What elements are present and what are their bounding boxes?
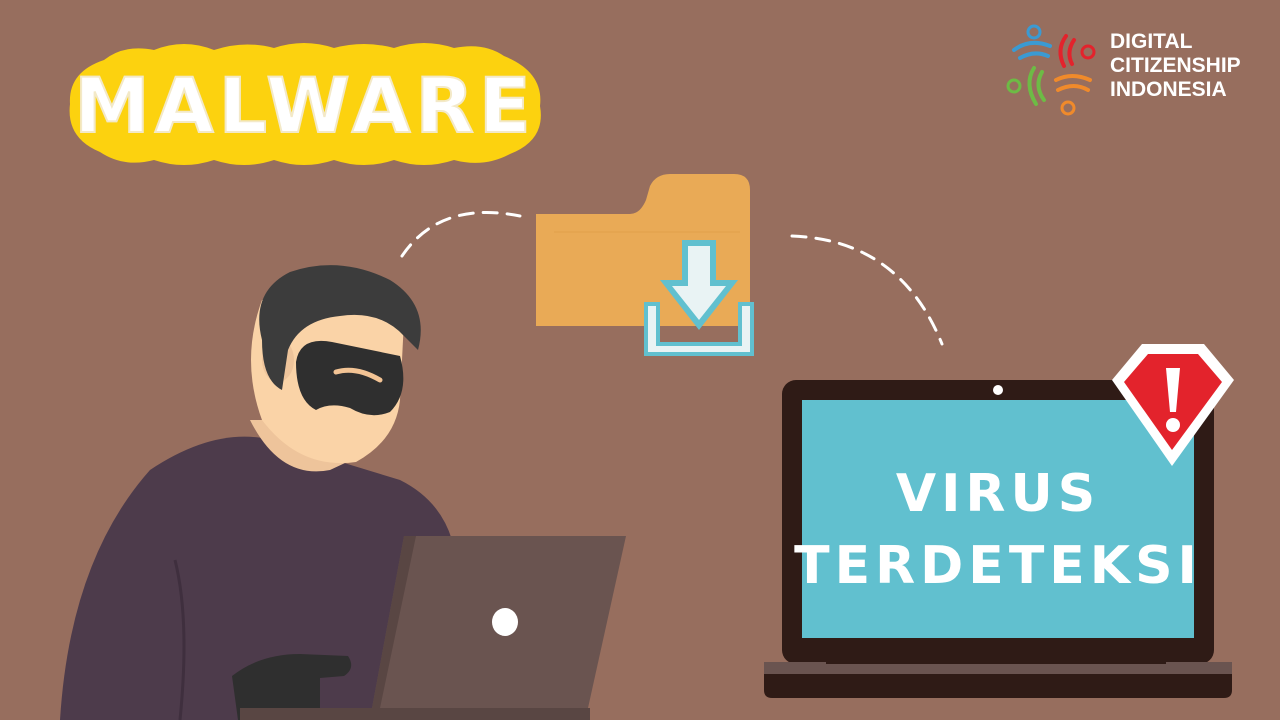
brand-line-3: INDONESIA (1110, 78, 1227, 101)
title-badge: MALWARE (64, 42, 546, 168)
alert-screen-text: VIRUS TERDETEKSI (794, 440, 1197, 620)
alert-line-1: VIRUS (895, 464, 1101, 524)
brand-line-1: DIGITAL (1110, 30, 1193, 53)
alert-laptop (764, 380, 1232, 698)
hacker-figure (60, 265, 626, 720)
warning-exclamation-icon (1112, 344, 1234, 466)
brand-logo: DIGITAL CITIZENSHIP INDONESIA (1000, 20, 1270, 120)
brand-name: DIGITAL CITIZENSHIP INDONESIA (1110, 30, 1241, 102)
digital-citizenship-logo (1006, 24, 1096, 116)
badge-background (69, 43, 541, 165)
page-title: MALWARE (73, 60, 536, 151)
folder-download-icon (536, 174, 754, 356)
dashed-arc-left (400, 211, 522, 258)
dashed-arc-right (790, 234, 944, 346)
brand-line-2: CITIZENSHIP (1110, 54, 1241, 77)
alert-line-2: TERDETEKSI (794, 536, 1202, 596)
